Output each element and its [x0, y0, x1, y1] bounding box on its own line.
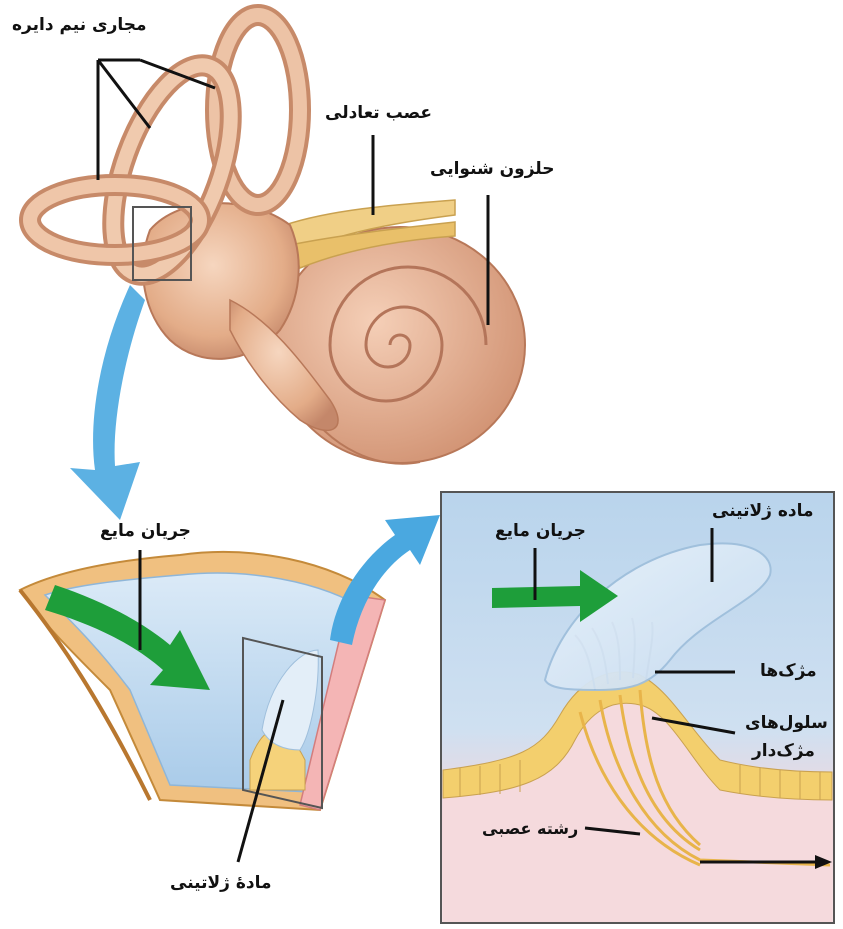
top-leader-lines	[96, 58, 490, 325]
label-fluid-flow-left: جریان مایع	[100, 521, 191, 541]
hair-cell-detail-panel	[440, 491, 835, 924]
cell-walls	[459, 760, 821, 800]
label-nerve-fiber: رشته عصبی	[482, 819, 579, 838]
label-semicircular-canals: مجاری نیم دایره	[12, 15, 147, 35]
label-cilia: مژک‌ها	[760, 661, 817, 681]
nerve-fibers	[578, 689, 831, 867]
label-gelatinous-right: ماده ژلاتینی	[712, 501, 814, 521]
cochlea-shape	[274, 226, 526, 465]
label-cochlea: حلزون شنوایی	[430, 159, 555, 179]
fluid-flow-arrow-right	[492, 570, 618, 622]
vestibular-nerve-shape	[284, 199, 456, 269]
label-fluid-flow-right: جریان مایع	[495, 521, 586, 541]
label-vestibular-nerve: عصب تعادلی	[325, 103, 432, 123]
cupula-shape	[543, 542, 772, 692]
label-gelatinous-bottom: مادهٔ ژلاتینی	[170, 873, 272, 893]
ampulla-focus-box	[132, 206, 192, 281]
zoom-arrow-2	[330, 515, 440, 645]
fluid-flow-arrow-left	[45, 585, 210, 690]
panel-leader-lines	[533, 528, 736, 836]
label-hair-cells-2: مژک‌دار	[752, 741, 815, 761]
semicircular-canals-shape	[19, 4, 311, 286]
inner-ear-illustration	[19, 4, 526, 465]
zoom-arrow-1	[70, 285, 145, 520]
bottom-left-leader-lines	[138, 550, 285, 863]
label-hair-cells-1: سلول‌های	[745, 713, 828, 733]
crista-focus-box	[242, 636, 323, 810]
